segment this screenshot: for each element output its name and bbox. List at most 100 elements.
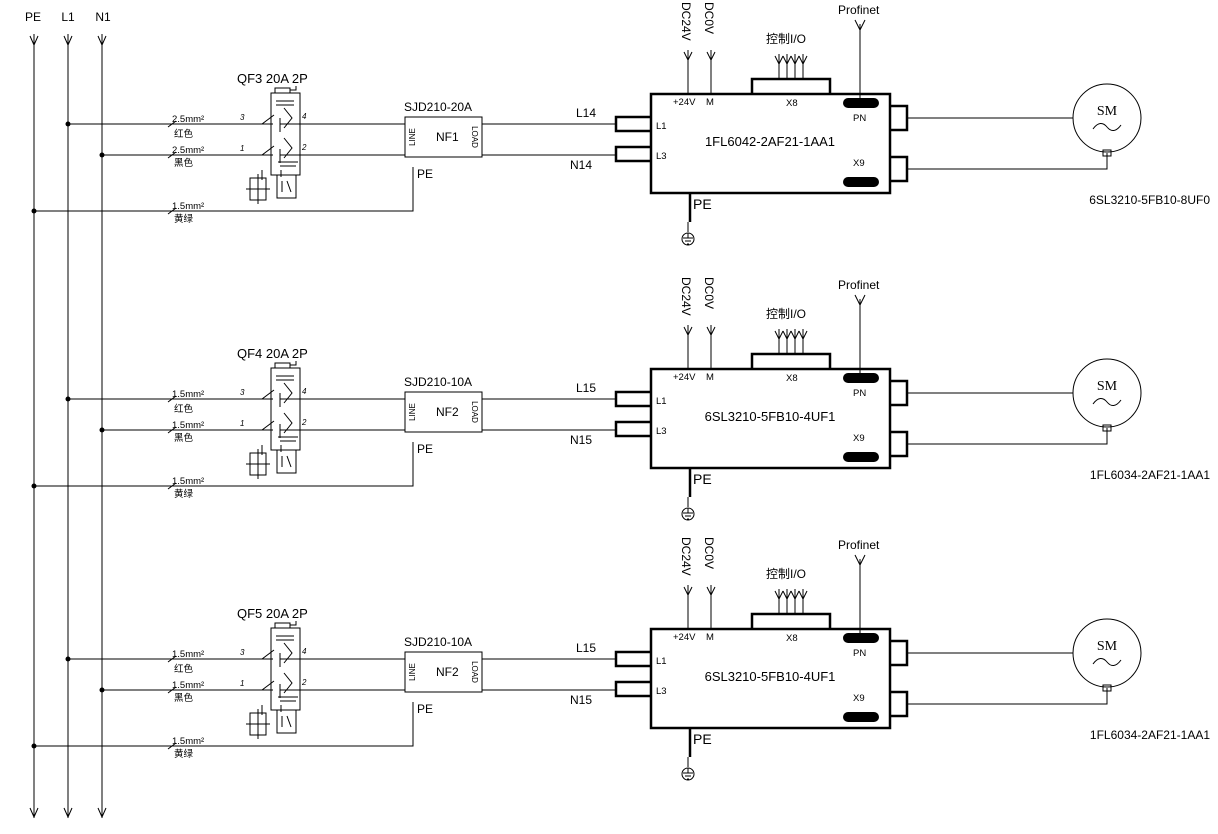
junction-dot [31,743,37,749]
bus-label-n1: N1 [95,10,111,24]
terminal-l3-label: L3 [656,426,667,437]
connector-x8-label: X8 [786,633,798,644]
filter-pe-label: PE [417,442,433,456]
breaker-aux-links [261,170,282,180]
junction-dot [99,152,105,158]
dc0v-label: DC0V [702,2,716,34]
drive-input-l: L14 [576,106,596,120]
ground-icon-lines [683,768,693,780]
drive-model-label: 6SL3210-5FB10-4UF1 [705,409,836,424]
breaker-contacts [252,389,318,431]
terminal-l3-label: L3 [656,151,667,162]
bus-label-pe: PE [25,10,41,24]
motor-encoder-plug [1102,684,1112,692]
drive-box [649,627,892,730]
junction-dot [31,483,37,489]
wire-size-l: 1.5mm² [172,649,204,660]
bus-label-l1: L1 [61,10,75,24]
terminal-24v-label: +24V [673,97,696,108]
drive-input-n: N14 [570,158,592,172]
breaker-pin-3: 3 [240,388,245,397]
drive-power-terminals [614,390,651,438]
junction-dot [65,656,71,662]
dc0v-label: DC0V [702,277,716,309]
wire-color-black: 黑色 [174,692,194,704]
motor-cables [907,392,1108,445]
breaker-label: QF5 20A 2P [237,606,308,621]
motor-model-label: 6SL3210-5FB10-8UF0 [1089,193,1210,207]
drive-pe-label: PE [693,196,712,212]
breaker-aux-2 [276,174,297,199]
drive-pe-label: PE [693,471,712,487]
breaker-trip-elements [283,382,293,434]
filter-pe-label: PE [417,702,433,716]
breaker-pin-1: 1 [240,419,244,428]
breaker-pin-3: 3 [240,648,245,657]
bus-n1-line [97,34,107,819]
profinet-label: Profinet [838,538,880,552]
motor-cables [907,652,1108,705]
breaker-handle [274,86,297,93]
dc24v-label: DC24V [679,2,693,41]
filter-load-side: LOAD [470,126,479,148]
drive-model-label: 1FL6042-2AF21-1AA1 [705,134,835,149]
ground-icon-lines [683,233,693,245]
wire-color-yellow-green: 黄绿 [174,488,194,500]
cable-tick-marks [167,655,177,750]
feeder-wires [34,398,414,487]
control-inputs: DC24V DC0V 控制I/O Profinet [679,277,880,373]
motor-model-label: 1FL6034-2AF21-1AA1 [1090,468,1210,482]
breaker-aux-1 [246,449,270,479]
breaker-aux-links [261,705,282,715]
dc24v-wire [683,585,693,629]
terminal-l3-label: L3 [656,686,667,697]
control-io-label: 控制I/O [766,307,806,321]
breaker-bars [276,100,294,106]
filter-line-side: LINE [408,403,417,421]
drive-model-label: 6SL3210-5FB10-4UF1 [705,669,836,684]
wire-size-pe: 1.5mm² [172,201,204,212]
feeder-wires [34,658,414,747]
drive-box [649,92,892,195]
drive-output-terminals [890,379,909,458]
drive-output-terminals [890,639,909,718]
wire-color-red: 红色 [174,663,194,675]
wire-color-yellow-green: 黄绿 [174,213,194,225]
x9-port [843,712,879,722]
profinet-wire [854,554,866,633]
junction-dot [99,687,105,693]
junction-dot [99,427,105,433]
filter-box [404,391,483,433]
cable-tick-marks [167,120,177,215]
x9-port [843,177,879,187]
drive-pe-label: PE [693,731,712,747]
motor-ac-wave [1092,658,1122,666]
dc24v-label: DC24V [679,277,693,316]
control-io-arrows [774,54,808,79]
filter-line-side: LINE [408,663,417,681]
filter-load-side: LOAD [470,401,479,423]
dc0v-wire [706,50,716,94]
wire-color-red: 红色 [174,403,194,415]
feeder-wires [34,123,414,212]
connector-pn-label: PN [853,388,866,399]
drive-input-n: N15 [570,433,592,447]
motor-icon [1072,358,1142,428]
main-buses: PE L1 N1 [25,10,111,819]
terminal-l1-label: L1 [656,396,667,407]
breaker-aux-2 [276,709,297,734]
wire-color-yellow-green: 黄绿 [174,748,194,760]
wire-color-black: 黑色 [174,157,194,169]
profinet-label: Profinet [838,278,880,292]
connector-x9-label: X9 [853,693,865,704]
drive-power-terminals [614,650,651,698]
profinet-wire [854,294,866,373]
